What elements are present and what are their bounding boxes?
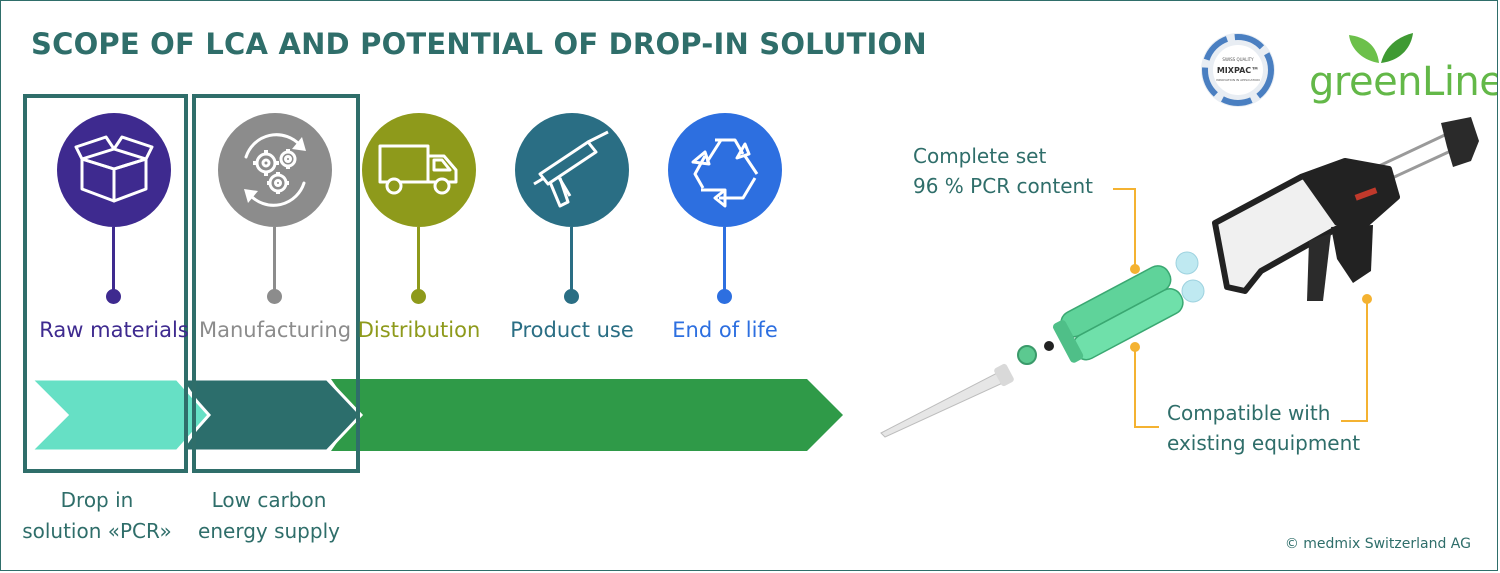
callout-line-set — [1113, 188, 1136, 269]
drop-in-line1: Drop in — [60, 488, 134, 512]
mixpac-seal-logo: SWISS QUALITY MIXPAC™ INNOVATION IN APPL… — [1201, 33, 1275, 107]
greenline-logo: greenLineTM — [1309, 59, 1498, 105]
product-use-dot — [564, 289, 579, 304]
cartridge — [1052, 265, 1184, 363]
drop-in-solution-label: Drop in solution «PCR» — [17, 485, 177, 547]
distribution-stem — [417, 227, 420, 295]
valve-part — [1044, 341, 1054, 351]
box-icon — [74, 135, 154, 203]
manufacturing-label: Manufacturing — [198, 318, 352, 342]
truck-icon — [378, 144, 458, 195]
scope-box-manufacturing — [192, 94, 360, 473]
callout-dot-dispenser — [1362, 294, 1372, 304]
manufacturing-dot — [267, 289, 282, 304]
scope-box-raw-materials — [23, 94, 188, 473]
manufacturing-stem — [273, 227, 276, 295]
callout-line-compat-right — [1341, 299, 1368, 422]
compatible-line1: Compatible with — [1167, 401, 1331, 425]
gears-icon — [244, 133, 306, 207]
retaining-nut — [1017, 345, 1037, 365]
distribution-circle — [362, 113, 476, 227]
product-use-stem — [570, 227, 573, 295]
piston-bottom — [1181, 279, 1205, 303]
seal-top-text: SWISS QUALITY — [1222, 57, 1254, 62]
distribution-dot — [411, 289, 426, 304]
callout-line-compat-left — [1134, 347, 1159, 428]
low-carbon-line1: Low carbon — [211, 488, 327, 512]
end-of-life-dot — [717, 289, 732, 304]
callout-complete-set: Complete set 96 % PCR content — [913, 141, 1093, 201]
caulking-gun-icon — [533, 130, 609, 208]
page-title: SCOPE OF LCA AND POTENTIAL OF DROP-IN SO… — [31, 27, 927, 61]
greenline-text: greenLine — [1309, 59, 1498, 105]
manufacturing-circle — [218, 113, 332, 227]
complete-set-line1: Complete set — [913, 144, 1047, 168]
dispenser-gun — [1212, 117, 1479, 301]
mixer-base — [994, 363, 1014, 387]
piston-top — [1175, 251, 1199, 275]
seal-name-text: MIXPAC™ — [1217, 66, 1259, 75]
end-of-life-label: End of life — [672, 318, 778, 342]
low-carbon-label: Low carbon energy supply — [189, 485, 349, 547]
seal-bottom-text: INNOVATION IN APPLICATION — [1216, 78, 1259, 82]
product-use-label: Product use — [510, 318, 634, 342]
raw-materials-dot — [106, 289, 121, 304]
raw-materials-label: Raw materials — [39, 318, 189, 342]
raw-materials-circle — [57, 113, 171, 227]
product-use-circle — [515, 113, 629, 227]
callout-dot-cartridge — [1130, 342, 1140, 352]
complete-set-line2: 96 % PCR content — [913, 174, 1094, 198]
raw-materials-stem — [112, 227, 115, 295]
end-of-life-stem — [723, 227, 726, 295]
low-carbon-line2: energy supply — [198, 519, 340, 543]
end-of-life-circle — [668, 113, 782, 227]
compatible-line2: existing equipment — [1167, 431, 1361, 455]
drop-in-line2: solution «PCR» — [22, 519, 172, 543]
green-arrow — [331, 379, 843, 451]
callout-dot-set — [1130, 264, 1140, 274]
light-teal-arrow — [27, 377, 212, 453]
recycle-icon — [691, 138, 759, 208]
distribution-label: Distribution — [357, 318, 481, 342]
copyright-text: © medmix Switzerland AG — [1284, 536, 1471, 552]
leaf-icon — [1349, 33, 1413, 63]
callout-compatible: Compatible with existing equipment — [1167, 398, 1360, 458]
